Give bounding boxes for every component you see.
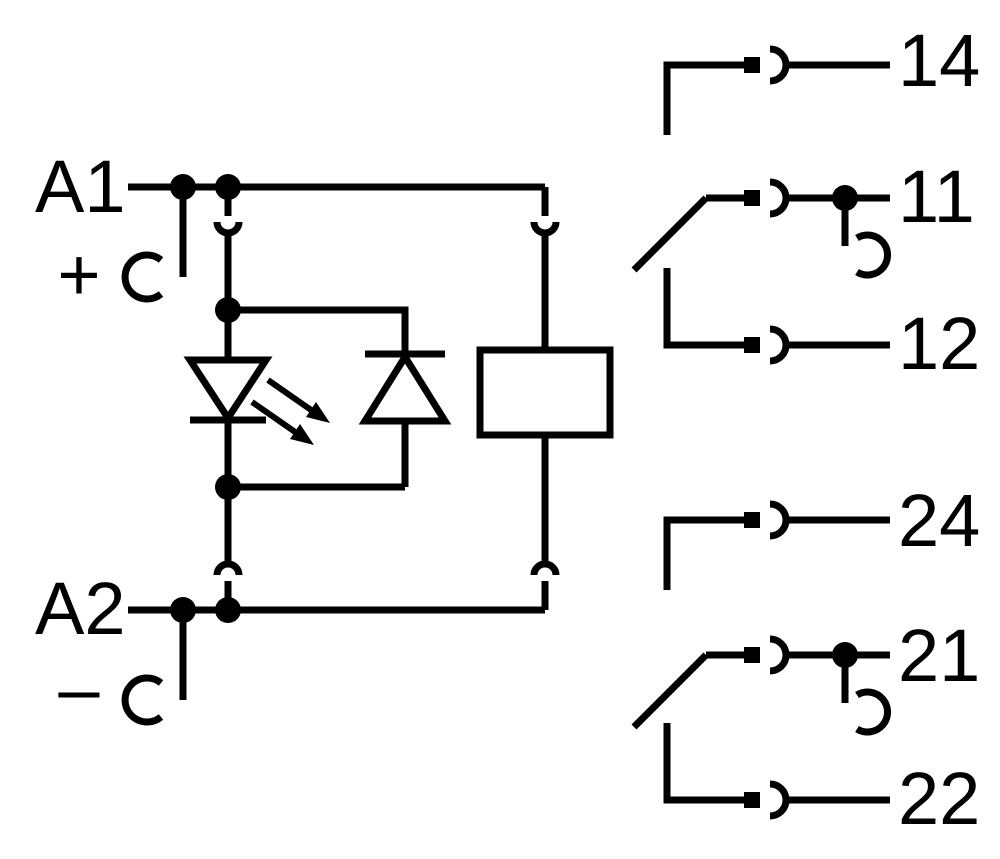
terminal-label-a2: A2 — [35, 567, 126, 650]
no-contact-stub-14 — [663, 61, 744, 135]
terminal-label-22: 22 — [898, 757, 980, 840]
terminal-label-24: 24 — [898, 479, 980, 562]
polarity-plus-label: + — [57, 233, 100, 316]
clamp-terminal-arc — [121, 251, 164, 303]
terminal-label-21: 21 — [898, 614, 980, 697]
junction-dot — [215, 597, 241, 623]
plug-connector-arc — [213, 221, 243, 237]
plug-pin-square — [744, 57, 760, 73]
suppression-diode-symbol — [358, 350, 452, 425]
plug-pin-square — [744, 190, 760, 206]
plug-pin-square — [744, 647, 760, 663]
nc-contact-stub-12 — [663, 268, 744, 349]
terminal-label-14: 14 — [898, 19, 980, 102]
clamp-terminal-arc — [855, 231, 891, 279]
plug-pin-square — [744, 337, 760, 353]
polarity-minus-label: – — [58, 647, 100, 730]
no-contact-stub-24 — [663, 516, 744, 590]
plug-connector-arc — [769, 780, 790, 820]
plug-connector-arc — [769, 500, 790, 540]
terminal-label-11: 11 — [898, 155, 975, 238]
labels: A1 + A2 – 14 11 12 24 21 22 — [35, 19, 980, 840]
plug-connector-arc — [769, 45, 790, 85]
plug-connector-arc — [769, 325, 790, 365]
changeover-contact-bottom — [631, 500, 891, 820]
terminal-label-12: 12 — [898, 302, 980, 385]
clamp-terminal-arc — [855, 688, 891, 736]
led-arrow — [250, 399, 314, 445]
plug-pin-square — [744, 792, 760, 808]
relay-coil-box — [476, 346, 614, 439]
terminal-label-a1: A1 — [35, 145, 126, 228]
nc-contact-stub-22 — [663, 723, 744, 804]
plug-pin-square — [744, 512, 760, 528]
led-arrow — [266, 377, 330, 423]
plug-connector-arc — [769, 635, 790, 675]
contact-lever — [631, 195, 709, 273]
plug-connector-arc — [769, 178, 790, 218]
plug-connector-arc — [530, 560, 560, 576]
contact-lever — [631, 652, 709, 730]
clamp-terminal-arc — [121, 674, 164, 726]
led-symbol — [183, 356, 273, 425]
diode-branch-top-line — [228, 306, 409, 354]
plug-connector-arc — [213, 560, 243, 576]
input-circuit — [121, 174, 614, 726]
changeover-contact-top — [631, 45, 891, 365]
plug-connector-arc — [530, 221, 560, 237]
